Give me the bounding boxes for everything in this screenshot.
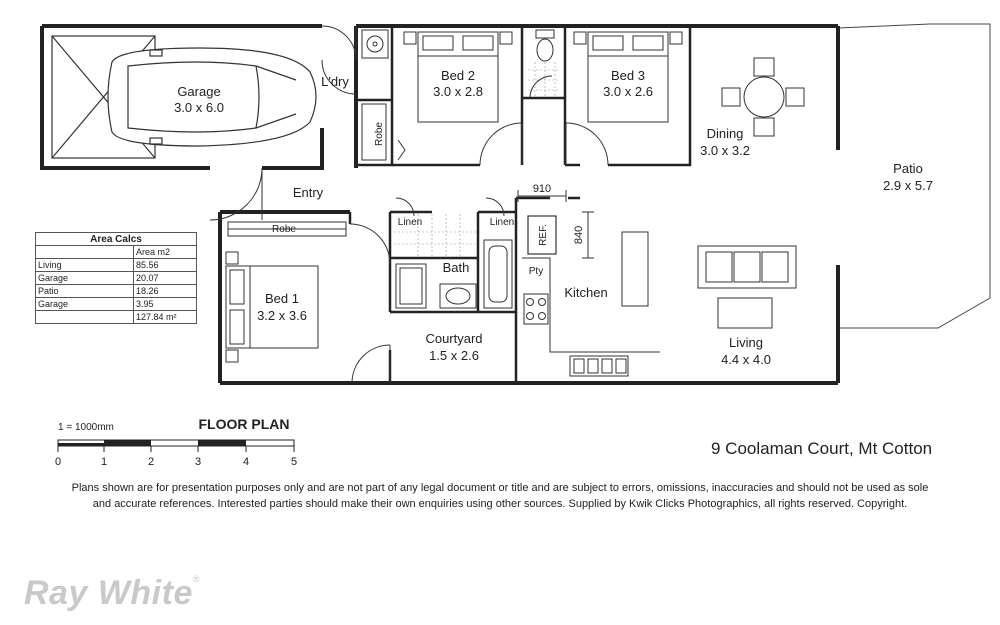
dimension-lines xyxy=(517,190,594,259)
door-swings xyxy=(209,25,609,384)
bed1-icon xyxy=(225,251,319,363)
patio-size: 2.9 x 5.7 xyxy=(883,178,933,193)
area-row-label: Living xyxy=(35,258,134,272)
dining-table-icon xyxy=(721,57,805,137)
bed2-label: Bed 2 xyxy=(441,68,475,83)
scale-tick-0: 0 xyxy=(55,456,61,468)
dimension-width-label: 910 xyxy=(533,183,551,195)
bed2-size: 3.0 x 2.8 xyxy=(433,84,483,99)
area-row-value: 3.95 xyxy=(133,297,197,311)
fridge-label: REF. xyxy=(538,224,549,246)
laundry-sink-icon xyxy=(361,29,389,59)
area-total-blank xyxy=(35,310,134,324)
kitchen-bench xyxy=(522,231,660,377)
ray-white-logo: Ray White® xyxy=(24,574,200,613)
bed3-icon xyxy=(573,31,683,123)
wc-tile-floor xyxy=(528,62,560,96)
garage-label: Garage xyxy=(177,84,220,99)
area-row-label: Patio xyxy=(35,284,134,298)
logo-text: Ray White xyxy=(24,574,193,612)
area-row-value: 85.56 xyxy=(133,258,197,272)
bath-label: Bath xyxy=(443,260,470,275)
robe-upper-label: Robe xyxy=(374,122,385,146)
fridge-icon xyxy=(527,215,557,255)
sofa-icon xyxy=(697,245,797,289)
dimension-depth-label: 840 xyxy=(573,226,585,244)
entry-label: Entry xyxy=(293,185,324,200)
robe-bed1 xyxy=(227,221,347,237)
bed1-label: Bed 1 xyxy=(265,291,299,306)
scale-bar xyxy=(57,439,295,452)
bed1-size: 3.2 x 3.6 xyxy=(257,308,307,323)
scale-tick-5: 5 xyxy=(291,456,297,468)
car-icon xyxy=(51,35,317,159)
area-row-value: 18.26 xyxy=(133,284,197,298)
coffee-table-icon xyxy=(717,297,773,329)
patio-label: Patio xyxy=(893,161,923,176)
disclaimer-line-1: Plans shown are for presentation purpose… xyxy=(71,482,929,494)
scale-tick-4: 4 xyxy=(243,456,249,468)
robe-upper xyxy=(361,103,387,161)
exterior-walls xyxy=(40,24,840,385)
area-calcs-header: Area m2 xyxy=(133,245,197,259)
toilet-icon xyxy=(535,29,555,62)
area-row-label: Garage xyxy=(35,271,134,285)
bath-tile-floor xyxy=(394,214,476,256)
bed3-label: Bed 3 xyxy=(611,68,645,83)
area-calcs-blank xyxy=(35,245,134,259)
floor-plan-title: FLOOR PLAN xyxy=(199,416,290,432)
bed3-size: 3.0 x 2.6 xyxy=(603,84,653,99)
area-row-value: 20.07 xyxy=(133,271,197,285)
scale-ratio: 1 = 1000mm xyxy=(58,422,114,433)
robe-bed1-label: Robe xyxy=(272,224,296,235)
scale-tick-2: 2 xyxy=(148,456,154,468)
vanity-icon xyxy=(395,263,477,309)
disclaimer: Plans shown are for presentation purpose… xyxy=(0,480,1000,512)
living-label: Living xyxy=(729,335,763,350)
garage-size: 3.0 x 6.0 xyxy=(174,100,224,115)
area-row-label: Garage xyxy=(35,297,134,311)
patio-outline xyxy=(837,23,991,329)
courtyard-size: 1.5 x 2.6 xyxy=(429,348,479,363)
linen2-label: Linen xyxy=(490,217,514,228)
property-address: 9 Coolaman Court, Mt Cotton xyxy=(711,439,933,458)
bed2-icon xyxy=(403,31,513,123)
dining-label: Dining xyxy=(707,126,744,141)
kitchen-label: Kitchen xyxy=(564,285,607,300)
scale-tick-1: 1 xyxy=(101,456,107,468)
disclaimer-line-2: and accurate references. Interested part… xyxy=(92,498,908,510)
area-total: 127.84 m² xyxy=(133,310,197,324)
courtyard-label: Courtyard xyxy=(425,331,482,346)
registered-mark: ® xyxy=(192,574,200,584)
area-calcs-title: Area Calcs xyxy=(35,232,197,246)
linen1-label: Linen xyxy=(398,217,422,228)
bathtub-icon xyxy=(483,239,513,309)
laundry-label: L'dry xyxy=(321,74,349,89)
scale-tick-3: 3 xyxy=(195,456,201,468)
dining-size: 3.0 x 3.2 xyxy=(700,143,750,158)
pantry-label: Pty xyxy=(529,266,543,277)
living-size: 4.4 x 4.0 xyxy=(721,352,771,367)
